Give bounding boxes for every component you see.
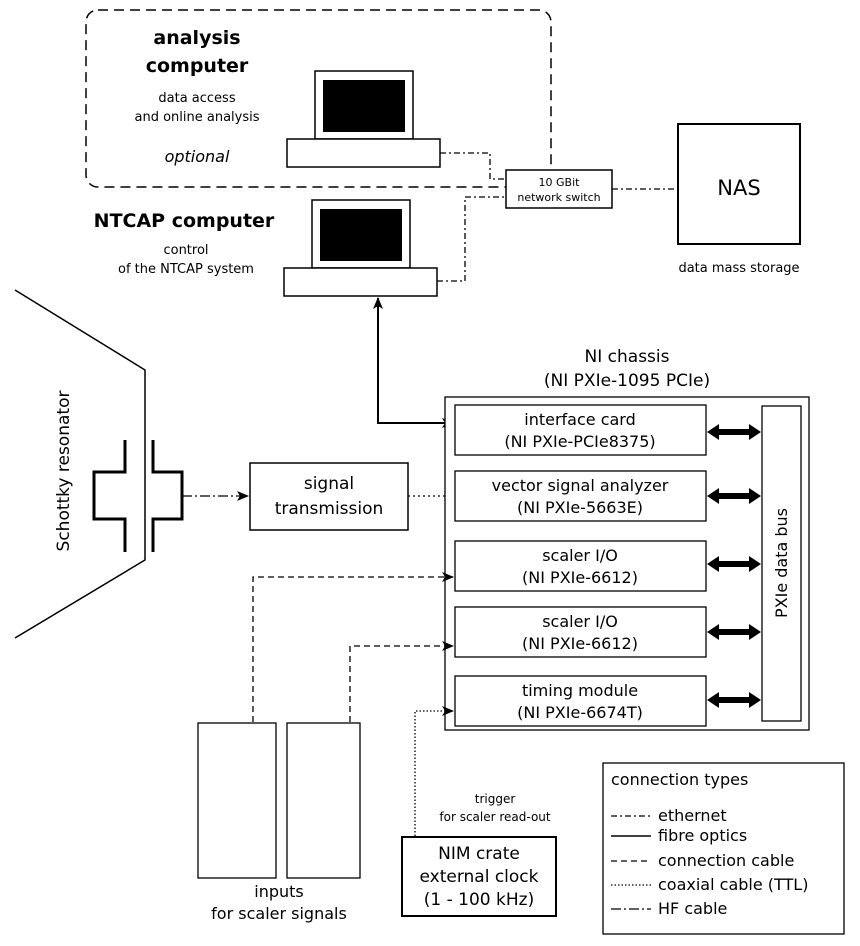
legend-label-coaxial: coaxial cable (TTL) — [658, 875, 808, 894]
analysis-desc-line2: and online analysis — [134, 110, 259, 125]
input-module-2 — [286, 722, 361, 879]
bus-arrow-interface — [707, 424, 761, 440]
connection-cables — [252, 572, 454, 722]
analysis-title-line2: computer — [146, 55, 249, 77]
ntcap-desc-line2: of the NTCAP system — [118, 262, 254, 277]
fibre-optics-ntcap-to-interface — [373, 297, 454, 428]
chassis-module-scaler-io-2: scaler I/O (NI PXIe-6612) — [454, 606, 707, 658]
chassis-module-vector-signal-analyzer: vector signal analyzer (NI PXIe-5663E) — [454, 470, 707, 522]
module-name: timing module — [522, 681, 638, 700]
ntcap-desc-line1: control — [163, 243, 208, 258]
analysis-title-line1: analysis — [153, 27, 240, 49]
ntcap-title: NTCAP computer — [94, 210, 275, 232]
cable-input1-to-scaler1 — [252, 572, 454, 722]
input-module-1 — [197, 722, 277, 879]
ni-chassis: NI chassis (NI PXIe-1095 PCIe) interface… — [444, 347, 810, 731]
transmission-line2: transmission — [275, 499, 384, 519]
ntcap-computer-group: NTCAP computer control of the NTCAP syst… — [94, 199, 438, 297]
resonator-electrodes — [92, 440, 184, 552]
switch-line1: 10 GBit — [539, 176, 581, 189]
cable-input2-to-scaler2 — [349, 641, 454, 722]
network-switch: 10 GBit network switch — [505, 169, 613, 209]
bus-arrow-vsa — [707, 488, 761, 504]
chassis-title-line1: NI chassis — [585, 347, 670, 367]
transmission-line1: signal — [304, 474, 354, 494]
pxie-data-bus: PXIe data bus — [761, 405, 802, 722]
trigger-line1: trigger — [475, 792, 516, 806]
trigger-line2: for scaler read-out — [439, 810, 551, 824]
legend-label-connection-cable: connection cable — [658, 851, 794, 870]
nim-crate: NIM crate external clock (1 - 100 kHz) — [401, 836, 557, 917]
module-model: (NI PXIe-6612) — [522, 634, 638, 653]
module-name: interface card — [524, 410, 636, 429]
nas-caption: data mass storage — [678, 261, 799, 276]
ethernet-ntcap-to-switch — [437, 196, 506, 282]
analysis-desc-line1: data access — [158, 91, 235, 106]
analysis-computer-group: analysis computer data access and online… — [85, 9, 552, 188]
resonator-label: Schottky resonator — [54, 391, 74, 552]
signal-transmission-box: signal transmission — [249, 462, 409, 531]
legend: connection types ethernet fibre optics c… — [602, 762, 845, 935]
ethernet-links — [437, 152, 678, 282]
ethernet-analysis-to-switch — [440, 152, 506, 180]
module-model: (NI PXIe-6674T) — [517, 703, 643, 722]
bus-arrow-timing — [707, 692, 761, 708]
scaler-inputs: inputs for scaler signals — [197, 722, 361, 923]
chassis-title-line2: (NI PXIe-1095 PCIe) — [544, 371, 710, 391]
module-name: scaler I/O — [542, 612, 618, 631]
nas-storage: NAS data mass storage — [677, 123, 801, 276]
bus-label: PXIe data bus — [772, 508, 791, 618]
bus-double-arrows — [707, 424, 761, 708]
ntcap-computer-icon — [283, 199, 438, 297]
module-name: scaler I/O — [542, 546, 618, 565]
module-model: (NI PXIe-6612) — [522, 568, 638, 587]
module-name: vector signal analyzer — [492, 476, 669, 495]
nim-line2: external clock — [419, 867, 538, 887]
nim-line3: (1 - 100 kHz) — [424, 890, 534, 910]
bus-arrow-scaler-2 — [707, 624, 761, 640]
schottky-resonator: Schottky resonator — [14, 289, 184, 639]
legend-title: connection types — [611, 770, 748, 789]
optional-dashed-frame — [85, 9, 552, 188]
legend-label-fibre-optics: fibre optics — [658, 826, 747, 845]
analysis-computer-icon — [286, 70, 441, 168]
nas-label: NAS — [717, 176, 760, 200]
analysis-optional-label: optional — [165, 147, 230, 166]
chassis-module-scaler-io-1: scaler I/O (NI PXIe-6612) — [454, 540, 707, 592]
chassis-module-interface-card: interface card (NI PXIe-PCIe8375) — [454, 404, 707, 456]
nim-line1: NIM crate — [438, 844, 520, 864]
bus-arrow-scaler-1 — [707, 556, 761, 572]
inputs-line1: inputs — [254, 882, 304, 901]
inputs-line2: for scaler signals — [211, 904, 347, 923]
module-model: (NI PXIe-PCIe8375) — [504, 432, 655, 451]
legend-label-ethernet: ethernet — [658, 806, 727, 825]
module-model: (NI PXIe-5663E) — [517, 498, 643, 517]
switch-line2: network switch — [517, 191, 600, 204]
chassis-module-timing: timing module (NI PXIe-6674T) — [454, 675, 707, 727]
legend-label-hf-cable: HF cable — [658, 899, 727, 918]
